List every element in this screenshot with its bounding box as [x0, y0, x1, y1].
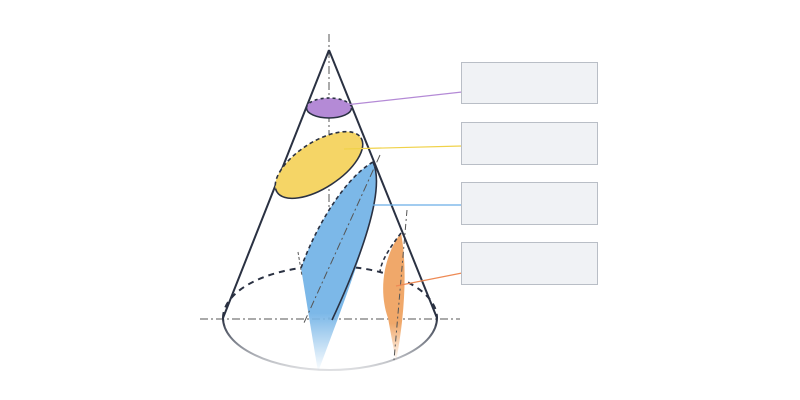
circle-section: [305, 97, 353, 119]
cone-base-back: [222, 265, 438, 319]
label-box-circle[interactable]: [461, 62, 598, 104]
leader-line-ellipse: [343, 145, 463, 150]
parabola-edge-solid: [331, 161, 378, 321]
parabola-plane-line: [302, 154, 381, 326]
leader-line-circle: [335, 91, 463, 107]
cone-right-side: [328, 49, 438, 319]
hyperbola-section: [383, 233, 405, 362]
label-box-ellipse[interactable]: [461, 122, 598, 165]
leader-line-hyperbola: [395, 272, 463, 287]
label-box-parabola[interactable]: [461, 182, 598, 225]
parabola-edge-dashed: [300, 161, 374, 269]
label-box-hyperbola[interactable]: [461, 242, 598, 285]
cone-base-front: [222, 317, 438, 371]
parabola-section: [301, 162, 377, 372]
parabola-plane-tick: [297, 251, 303, 277]
